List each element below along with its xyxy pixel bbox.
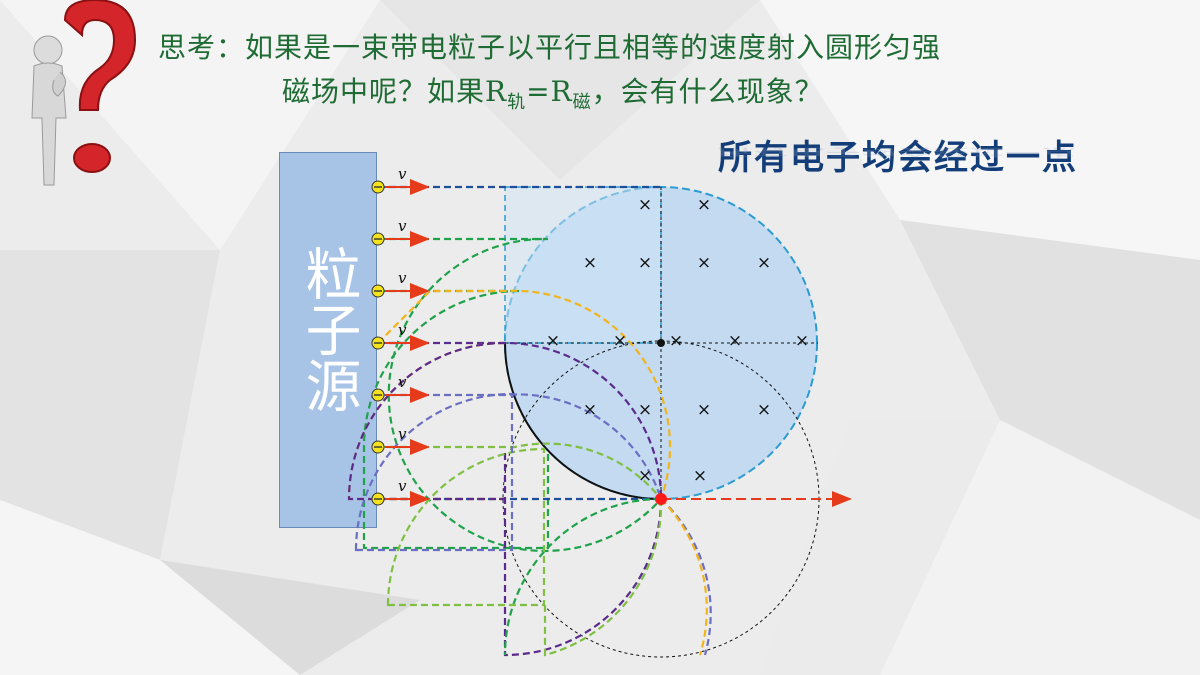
focus-point <box>655 493 667 505</box>
field-mark: × <box>638 466 652 486</box>
velocity-label: v <box>398 321 407 339</box>
field-mark: × <box>669 331 683 351</box>
question-line-2-suffix: ，会有什么现象？ <box>591 75 824 108</box>
equals-r: =R <box>526 75 573 108</box>
field-mark: × <box>757 253 771 273</box>
subscript-field: 磁 <box>572 92 592 113</box>
field-mark: × <box>697 195 711 215</box>
track-3 <box>362 289 550 550</box>
field-center-dot <box>657 339 665 347</box>
track-7 <box>378 442 662 500</box>
track-2 <box>378 237 662 553</box>
field-mark: × <box>583 400 597 420</box>
question-line-1: 思考：如果是一束带电粒子以平行且相等的速度射入圆形匀强 <box>158 31 942 64</box>
subscript-orbit: 轨 <box>507 92 527 113</box>
track-15 <box>660 498 708 656</box>
track-5 <box>378 341 663 500</box>
field-mark: × <box>613 331 627 351</box>
field-mark: × <box>638 253 652 273</box>
track-17 <box>354 392 514 552</box>
track-12 <box>543 498 663 657</box>
field-marks: × × × × × × × × × × × × × × × × × <box>546 195 809 486</box>
field-outline-solid <box>504 342 662 500</box>
velocity-label: v <box>398 165 407 183</box>
particle-source-label: 粒子源 <box>296 245 361 413</box>
field-mark: × <box>693 466 707 486</box>
velocity-label: v <box>398 477 407 495</box>
field-mark: × <box>728 331 742 351</box>
thinking-person-icon <box>31 0 137 186</box>
track-9 <box>347 341 506 501</box>
track-16 <box>386 447 546 607</box>
field-mark: × <box>638 195 652 215</box>
question-line-2: 磁场中呢？如果R轨=R磁，会有什么现象？ <box>282 70 824 114</box>
velocity-label: v <box>398 425 407 443</box>
particles: v v v v v v v <box>371 165 430 507</box>
track-14 <box>660 498 712 656</box>
velocity-label: v <box>398 217 407 235</box>
track-4 <box>377 289 672 500</box>
velocity-label: v <box>398 269 407 287</box>
field-mark: × <box>546 331 560 351</box>
conclusion-text: 所有电子均会经过一点 <box>718 138 1078 178</box>
field-mark: × <box>583 253 597 273</box>
field-mark: × <box>795 331 809 351</box>
field-mark: × <box>697 400 711 420</box>
field-mark: × <box>757 400 771 420</box>
track-10 <box>347 341 506 501</box>
track-6 <box>378 393 663 500</box>
question-line-2-prefix: 磁场中呢？如果R <box>282 75 508 108</box>
velocity-label: v <box>398 373 407 391</box>
track-11 <box>503 450 663 657</box>
field-mark: × <box>638 400 652 420</box>
field-mark: × <box>697 253 711 273</box>
track-13 <box>503 497 662 656</box>
